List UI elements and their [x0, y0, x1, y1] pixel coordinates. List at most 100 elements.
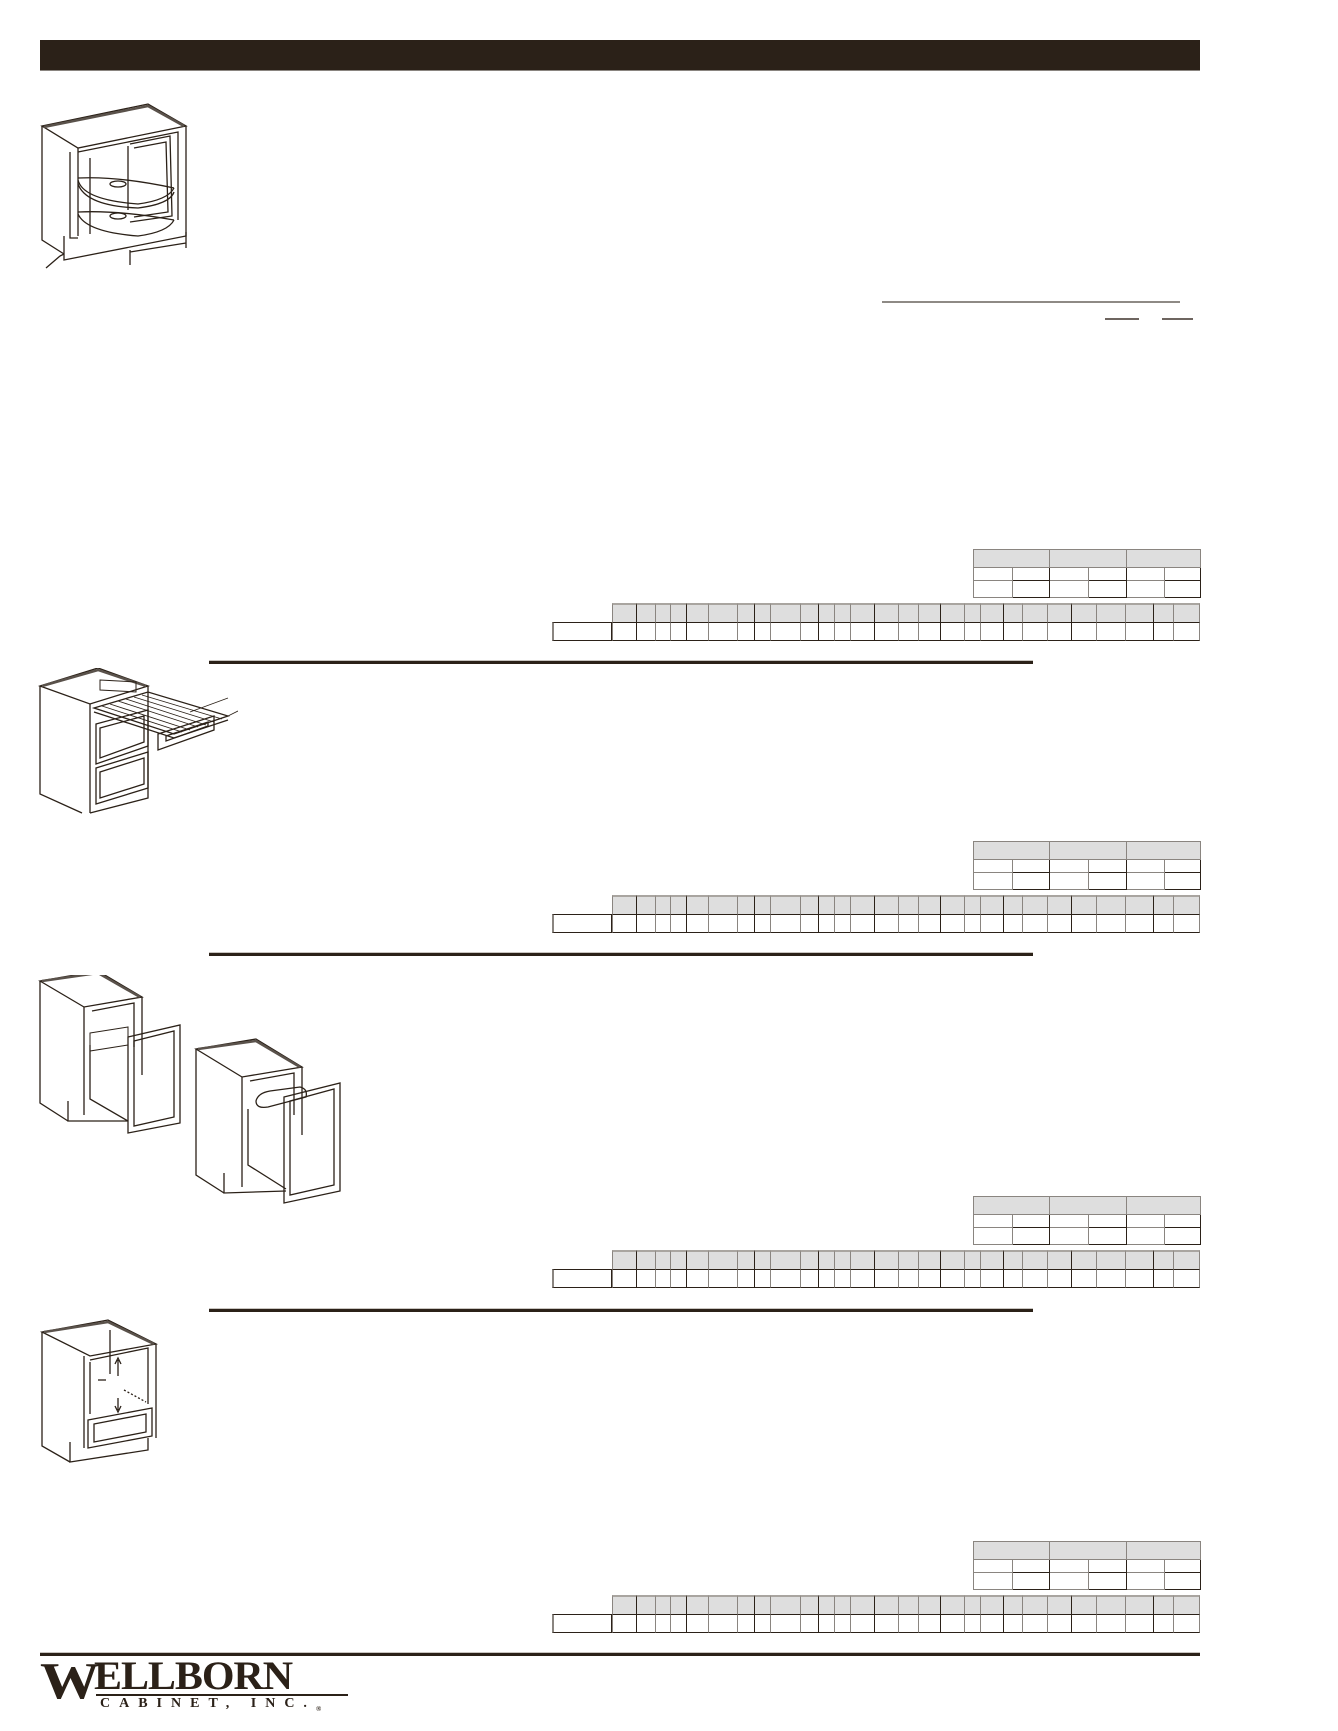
size-header-cell [636, 1250, 655, 1269]
size-header-cell [754, 603, 770, 622]
dimension-cell [1126, 580, 1165, 598]
price-cell [1096, 1614, 1125, 1633]
price-cell [1003, 1269, 1022, 1288]
price-cell [754, 914, 770, 933]
price-cell [612, 622, 636, 641]
price-cell [1003, 1614, 1022, 1633]
size-header-cell [1173, 895, 1200, 914]
logo-initial: W [40, 1653, 100, 1710]
price-cell [636, 1269, 655, 1288]
size-header-cell [918, 1595, 940, 1614]
price-cell [737, 1269, 754, 1288]
price-cell [874, 914, 898, 933]
price-cell [770, 1269, 800, 1288]
price-cell [800, 914, 818, 933]
size-header-cell [1125, 1250, 1153, 1269]
size-header-cell [1071, 603, 1096, 622]
size-header-cell [770, 603, 800, 622]
price-cell [980, 622, 1003, 641]
size-header-cell [770, 895, 800, 914]
logo-subtitle-text: CABINET, INC. [100, 1696, 316, 1711]
dimension-cell [1012, 1227, 1050, 1245]
dimension-header-cell [1126, 1196, 1201, 1215]
price-cell [1173, 622, 1200, 641]
dimension-cell [1088, 1214, 1127, 1228]
price-cell [1153, 1269, 1173, 1288]
price-cell [834, 1614, 850, 1633]
price-cell [918, 622, 940, 641]
size-header-cell [964, 603, 980, 622]
price-cell [636, 1614, 655, 1633]
page-header-bar [40, 40, 1200, 71]
price-cell [612, 1269, 636, 1288]
size-header-cell [770, 1250, 800, 1269]
price-cell [834, 914, 850, 933]
price-cell [818, 622, 834, 641]
dimension-table [973, 549, 1201, 598]
size-header-cell [770, 1595, 800, 1614]
size-header-cell [980, 895, 1003, 914]
size-header-cell [1125, 1595, 1153, 1614]
price-cell [1047, 622, 1071, 641]
size-header-cell [636, 895, 655, 914]
dimension-header-cell [1049, 549, 1127, 568]
price-cell [918, 1614, 940, 1633]
price-cell [834, 1269, 850, 1288]
dimension-table [973, 1196, 1201, 1245]
dimension-header-cell [973, 549, 1050, 568]
price-cell [670, 622, 686, 641]
size-header-cell [1003, 603, 1022, 622]
price-cell [754, 622, 770, 641]
dimension-header-cell [1126, 841, 1201, 860]
price-cell [1173, 1614, 1200, 1633]
size-header-cell [612, 1250, 636, 1269]
price-cell [708, 1269, 737, 1288]
price-row-label [552, 914, 612, 933]
dimension-cell [1126, 1559, 1165, 1573]
size-header-cell [670, 1250, 686, 1269]
size-header-cell [834, 895, 850, 914]
size-header-cell [898, 1250, 918, 1269]
size-header-cell [898, 1595, 918, 1614]
price-cell [980, 914, 1003, 933]
size-header-cell [918, 1250, 940, 1269]
size-header-cell [1173, 1595, 1200, 1614]
price-cell [1125, 1269, 1153, 1288]
size-header-cell [708, 895, 737, 914]
dimension-cell [1012, 1572, 1050, 1590]
field-line-short [1162, 318, 1193, 320]
price-cell [612, 1614, 636, 1633]
size-header-cell [1047, 1250, 1071, 1269]
price-row-label [552, 1614, 612, 1633]
price-cell [964, 1269, 980, 1288]
price-cell [1022, 1269, 1047, 1288]
price-cell [818, 1614, 834, 1633]
price-cell [636, 914, 655, 933]
size-header-cell [850, 895, 874, 914]
dimension-cell [1012, 1214, 1050, 1228]
logo-rule [96, 1694, 348, 1696]
price-cell [850, 914, 874, 933]
price-cell [1173, 1269, 1200, 1288]
size-header-cell [686, 895, 708, 914]
size-header-cell [1047, 603, 1071, 622]
field-line-short [1105, 318, 1139, 320]
price-cell [670, 914, 686, 933]
size-header-cell [636, 603, 655, 622]
dimension-cell [973, 872, 1013, 890]
size-header-cell [874, 895, 898, 914]
dimension-cell [1164, 1572, 1201, 1590]
size-header-cell [655, 1595, 670, 1614]
dimension-cell [1049, 1214, 1089, 1228]
price-cell [1125, 1614, 1153, 1633]
size-header-cell [800, 1250, 818, 1269]
size-header-cell [800, 1595, 818, 1614]
price-cell [686, 622, 708, 641]
size-header-cell [818, 1250, 834, 1269]
price-cell [850, 1614, 874, 1633]
size-header-cell [1096, 895, 1125, 914]
size-header-cell [964, 895, 980, 914]
price-cell [980, 1269, 1003, 1288]
size-header-cell [898, 603, 918, 622]
price-cell [1047, 1614, 1071, 1633]
